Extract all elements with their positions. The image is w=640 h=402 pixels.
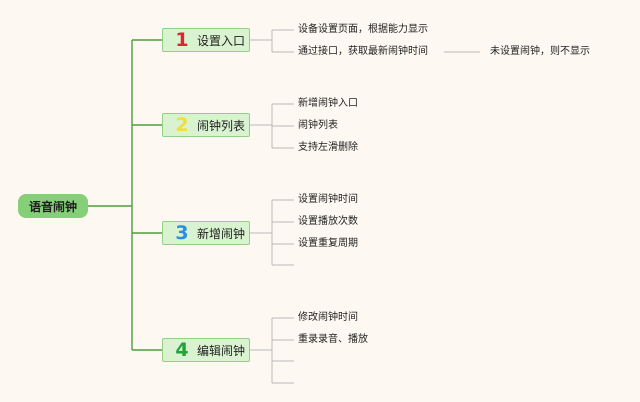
leaf-1-1: 设备设置页面，根据能力显示: [298, 24, 428, 35]
leaf-2-2: 闹钟列表: [298, 120, 338, 131]
leaf-2-1: 新增闹钟入口: [298, 98, 358, 109]
branch-label-2: 闹钟列表: [197, 118, 246, 133]
sub-connector-1: [250, 29, 480, 53]
leaf-2-3: 支持左滑删除: [298, 142, 358, 153]
branch-node-2[interactable]: 2 闹钟列表: [162, 113, 250, 137]
branch-label-1: 设置入口: [197, 33, 246, 48]
leaf-3-1: 设置闹钟时间: [298, 194, 358, 205]
branch-node-1[interactable]: 1 设置入口: [162, 28, 250, 52]
branch-label-4: 编辑闹钟: [197, 343, 246, 358]
leaf-3-3: 设置重复周期: [298, 238, 358, 249]
leaf-3-2: 设置播放次数: [298, 216, 358, 227]
root-label: 语音闹钟: [28, 199, 77, 214]
root-node[interactable]: 语音闹钟: [18, 194, 88, 218]
branch-number-3: 3: [175, 222, 189, 244]
leaf-4-2: 重录录音、播放: [298, 334, 368, 345]
leaf-4-1: 修改闹钟时间: [298, 312, 358, 323]
sub-connector-2: [250, 103, 294, 149]
branch-node-3[interactable]: 3 新增闹钟: [162, 221, 250, 245]
sub-connector-3: [250, 199, 294, 266]
branch-label-3: 新增闹钟: [197, 226, 246, 241]
sub-connector-4: [250, 317, 294, 384]
branch-number-4: 4: [175, 339, 189, 361]
branch-number-1: 1: [175, 29, 189, 51]
branch-node-4[interactable]: 4 编辑闹钟: [162, 338, 250, 362]
leaf-1-2: 通过接口，获取最新闹钟时间: [298, 46, 428, 57]
branch-number-2: 2: [175, 114, 189, 136]
leaf-1-note: 未设置闹钟，则不显示: [490, 46, 590, 57]
